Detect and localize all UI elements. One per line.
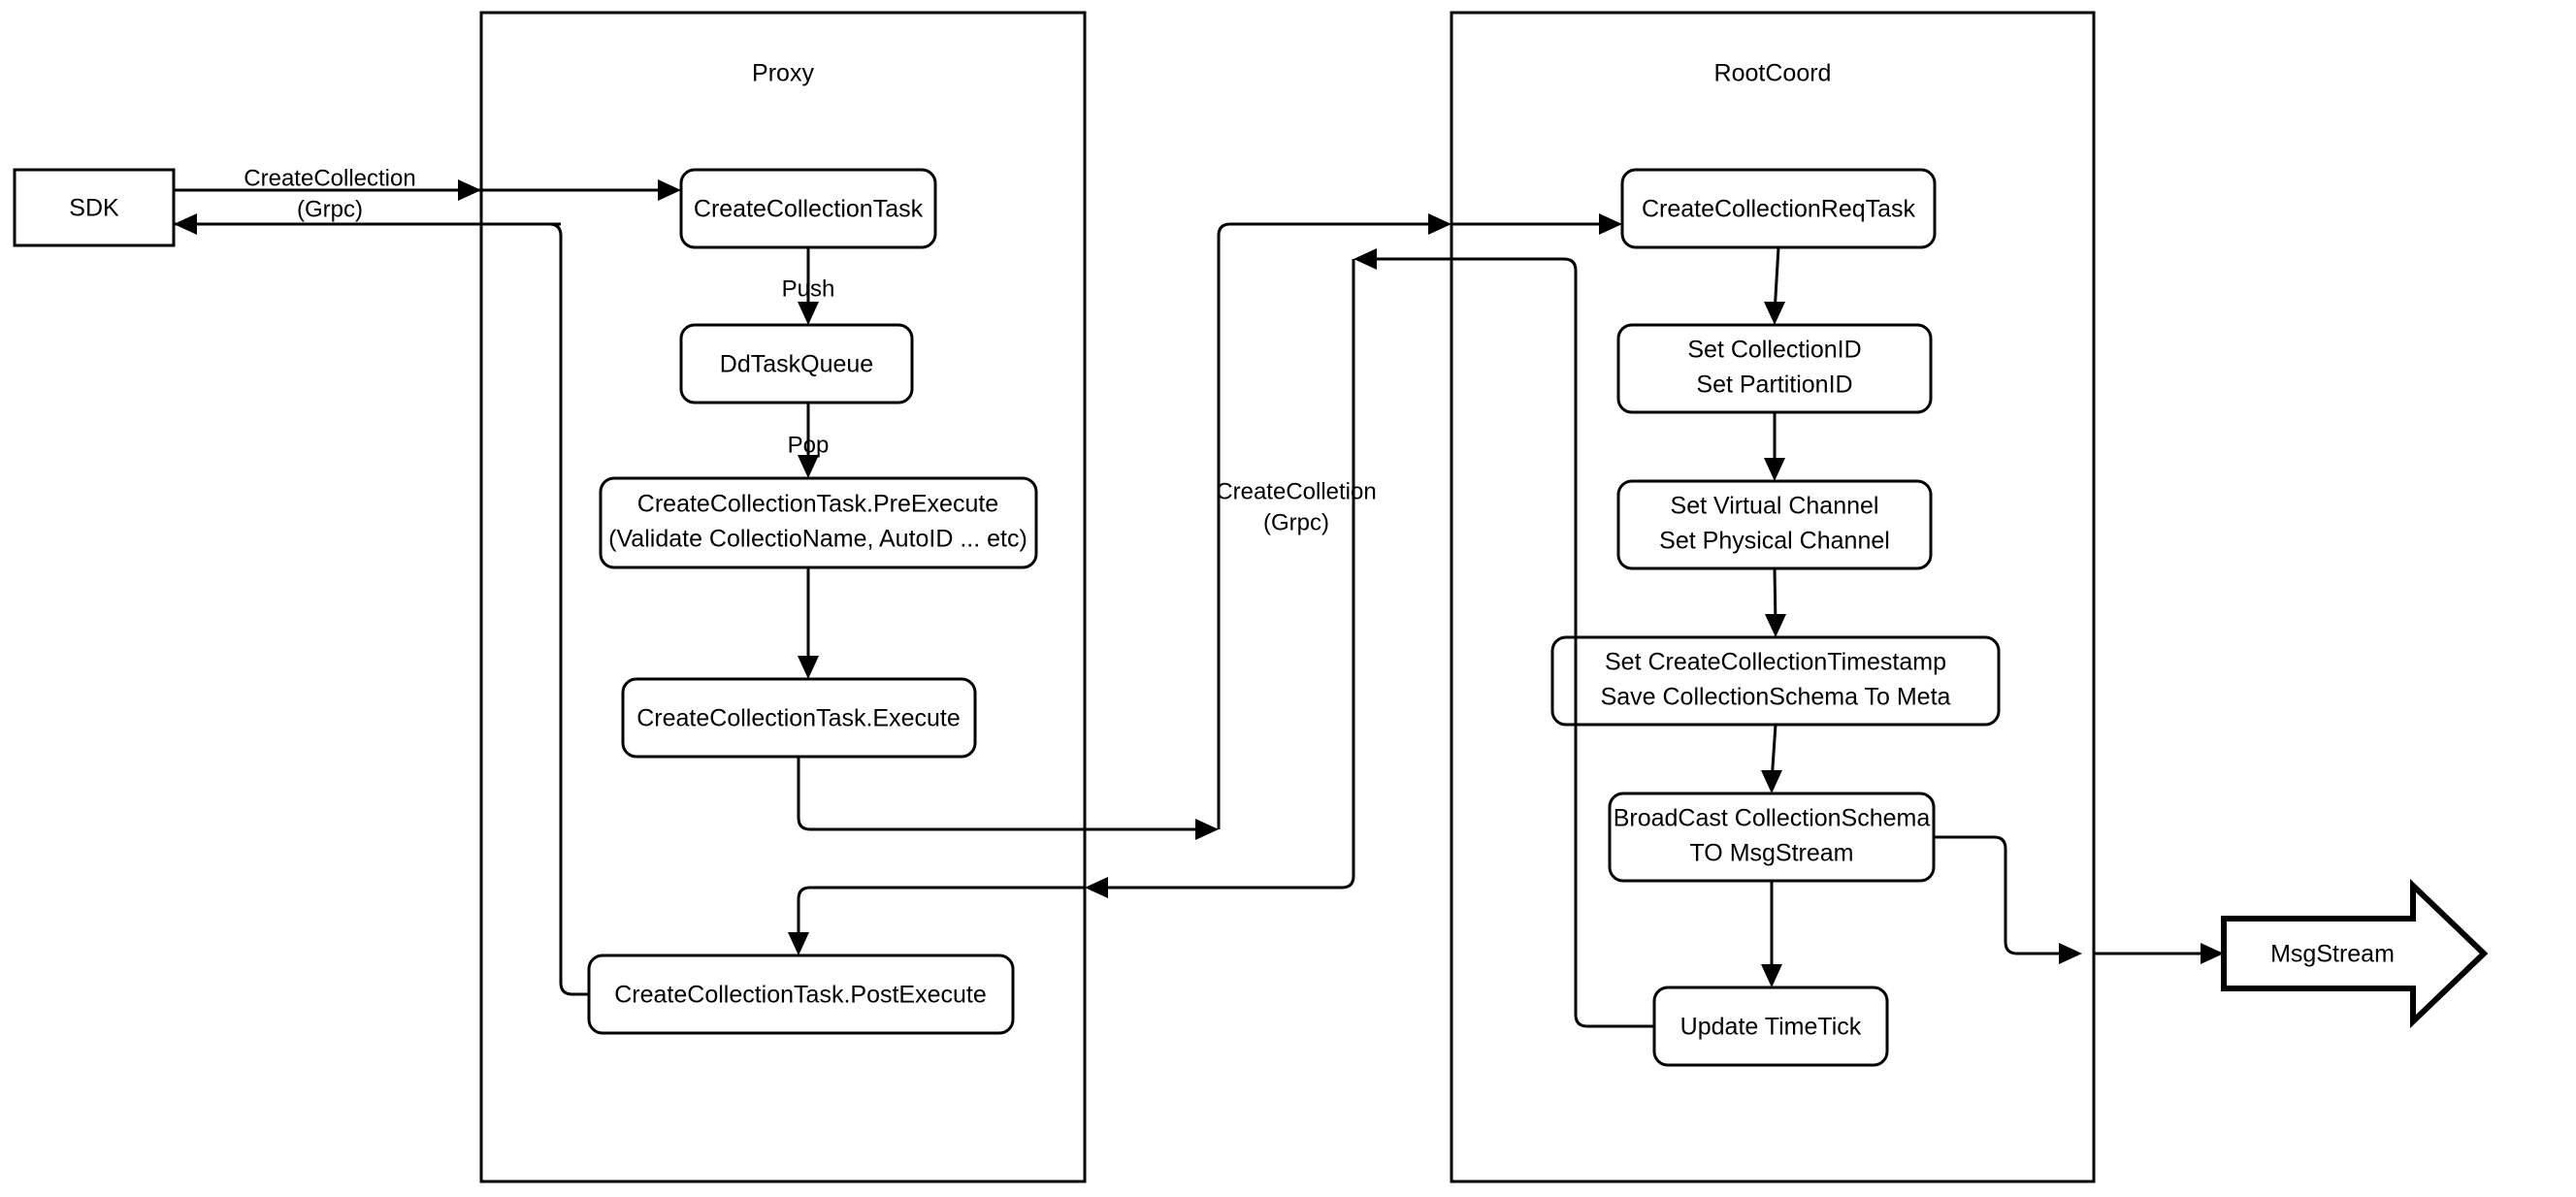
arrowhead-req-task-to-set-ids xyxy=(1764,302,1785,325)
arrowhead-set-ids-to-set-channels xyxy=(1764,458,1785,481)
node-update-timetick-label: Update TimeTick xyxy=(1680,1014,1862,1041)
arrowhead-pre-execute-to-execute xyxy=(798,656,819,679)
node-set-channels-label-line1: Set Virtual Channel xyxy=(1671,493,1879,520)
node-set-channels-label-line2: Set Physical Channel xyxy=(1659,528,1890,555)
edge-label-sdk-line1: CreateCollection xyxy=(244,165,415,191)
arrowhead-pop xyxy=(798,455,819,478)
edge-return-route-down xyxy=(1096,259,1355,890)
edge-label-sdk-line2: (Grpc) xyxy=(297,196,363,222)
container-proxy-label: Proxy xyxy=(752,60,814,87)
node-create-collection-task-label: CreateCollectionTask xyxy=(694,196,924,223)
node-broadcast-label-line2: TO MsgStream xyxy=(1689,840,1853,867)
edge-return-to-post-execute xyxy=(797,886,1085,944)
node-msgstream[interactable] xyxy=(2221,878,2489,1029)
node-sdk[interactable] xyxy=(13,168,176,247)
node-create-collection-req-task-label: CreateCollectionReqTask xyxy=(1642,196,1916,223)
arrowhead-broadcast-to-update-timetick xyxy=(1761,964,1782,987)
edge-label-proxy-to-rootcoord-line1: CreateColletion xyxy=(1216,478,1376,504)
edge-label-push: Push xyxy=(782,275,835,302)
arrowhead-return-to-sdk xyxy=(174,213,197,235)
arrowhead-return-into-proxy xyxy=(1085,877,1108,898)
edge-execute-to-rootcoord xyxy=(797,757,1207,831)
node-post-execute-label: CreateCollectionTask.PostExecute xyxy=(614,982,987,1009)
node-dd-task-queue[interactable] xyxy=(679,323,914,404)
arrowhead-broadcast-exit-rootcoord xyxy=(2059,943,2082,964)
arrowhead-sdk-into-proxy xyxy=(458,179,481,201)
node-set-ids-label-line1: Set CollectionID xyxy=(1687,337,1861,364)
node-set-timestamp-label-line1: Set CreateCollectionTimestamp xyxy=(1605,649,1946,676)
node-execute-label: CreateCollectionTask.Execute xyxy=(636,705,961,732)
arrowhead-rootcoord-return-out xyxy=(1353,248,1377,270)
node-set-ids-label-line2: Set PartitionID xyxy=(1696,372,1852,399)
arrowhead-to-msgstream xyxy=(2201,943,2224,964)
node-pre-execute-label-line1: CreateCollectionTask.PreExecute xyxy=(637,491,998,518)
arrowhead-to-post-execute xyxy=(788,932,809,955)
edge-broadcast-to-msgstream xyxy=(1934,835,2071,955)
node-broadcast-label-line1: BroadCast CollectionSchema xyxy=(1614,805,1931,832)
node-pre-execute-label-line2: (Validate CollectioName, AutoID ... etc) xyxy=(608,526,1027,553)
node-msgstream-label: MsgStream xyxy=(2270,941,2395,968)
edge-label-pop: Pop xyxy=(788,432,830,458)
arrowhead-set-timestamp-to-broadcast xyxy=(1761,770,1782,793)
arrowhead-execute-exit-proxy xyxy=(1195,819,1219,840)
node-sdk-label: SDK xyxy=(69,195,119,222)
arrowhead-push xyxy=(798,302,819,325)
arrowhead-into-rootcoord xyxy=(1428,213,1451,235)
arrowhead-to-create-collection-req-task xyxy=(1599,213,1622,235)
edge-rootcoord-return-route xyxy=(1365,257,1654,1028)
arrowhead-set-channels-to-set-timestamp xyxy=(1765,614,1786,637)
node-dd-task-queue-label: DdTaskQueue xyxy=(720,351,873,378)
edge-label-proxy-to-rootcoord-line2: (Grpc) xyxy=(1263,509,1329,535)
node-set-timestamp-label-line2: Save CollectionSchema To Meta xyxy=(1601,684,1951,711)
arrowhead-sdk-to-create-collection-task xyxy=(658,179,681,201)
edge-forward-route-up xyxy=(1217,222,1440,829)
edge-post-execute-to-sdk-route xyxy=(548,222,589,996)
container-rootcoord-label: RootCoord xyxy=(1714,60,1832,87)
node-pre-execute[interactable] xyxy=(599,476,1038,569)
